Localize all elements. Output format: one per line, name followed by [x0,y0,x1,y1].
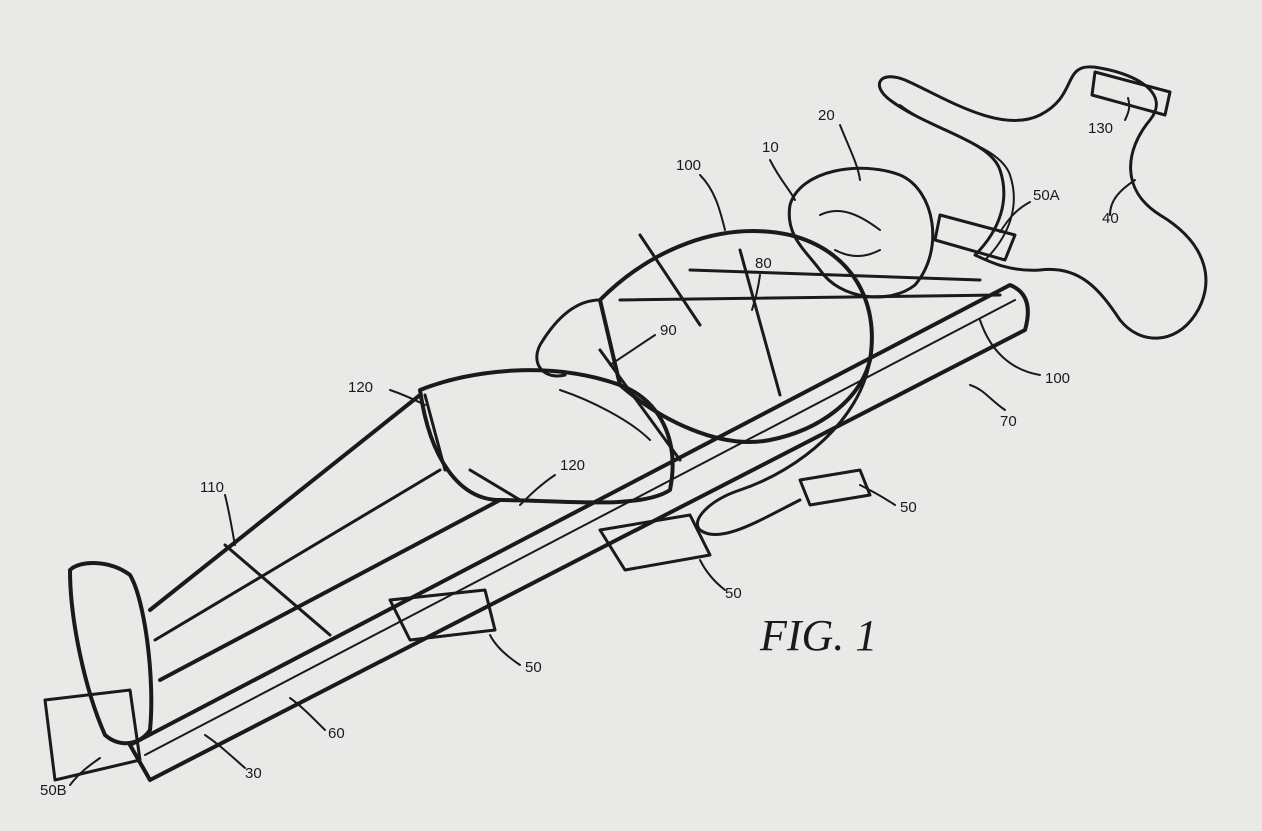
label-40: 40 [1102,210,1119,227]
label-50-b: 50 [525,659,542,676]
person [68,166,935,746]
label-50A: 50A [1033,187,1060,204]
label-70: 70 [1000,413,1017,430]
reference-labels: 10 20 30 40 50 50 50 50A 50B 60 70 80 90… [40,107,1119,799]
head-unit [933,213,1017,262]
straps [223,233,1002,637]
controller [1090,70,1172,117]
label-120-a: 120 [348,379,373,396]
label-100-a: 100 [676,157,701,174]
label-100-b: 100 [1045,370,1070,387]
label-110: 110 [200,479,224,496]
label-60: 60 [328,725,345,742]
label-90: 90 [660,322,677,339]
leader-lines [69,97,1136,786]
label-80: 80 [755,255,772,272]
label-30: 30 [245,765,262,782]
brackets [43,468,872,782]
label-10: 10 [762,139,779,156]
label-50B: 50B [40,782,67,799]
label-130: 130 [1088,120,1113,137]
label-50-c: 50 [900,499,917,516]
label-120-b: 120 [560,457,585,474]
figure-caption: FIG. 1 [759,611,877,660]
label-20: 20 [818,107,835,124]
label-50-a: 50 [725,585,742,602]
backboard [128,283,1030,782]
